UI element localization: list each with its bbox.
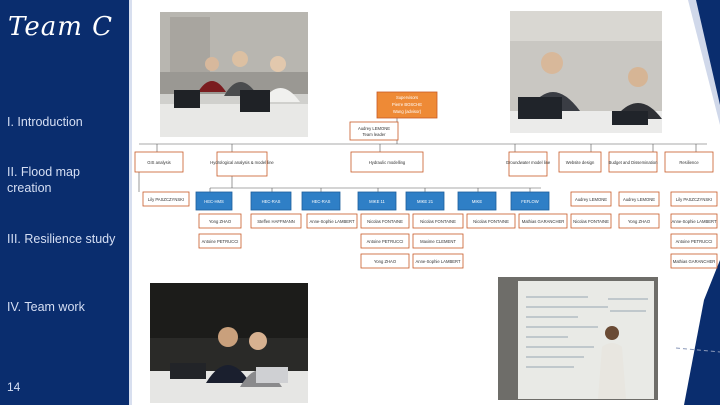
org-member: Maxime CLEMENT [412,233,464,249]
svg-text:Wang (advisor): Wang (advisor) [393,109,422,114]
org-member: Yong ZHAO [360,253,410,269]
org-sub-ras2: HEC-RAS [301,191,341,211]
svg-text:Maxime CLEMENT: Maxime CLEMENT [420,239,456,244]
org-member: Mathias GARANCHER [670,253,718,269]
nav-item-team-work[interactable]: IV. Team work [7,300,85,314]
org-sub-mike: MIKE [457,191,497,211]
svg-text:Nicolas FONTAINE: Nicolas FONTAINE [573,219,609,224]
svg-text:Antoine PETRUCCI: Antoine PETRUCCI [676,239,713,244]
org-sub-mike21: MIKE 21 [405,191,445,211]
svg-text:MIKE 11: MIKE 11 [369,199,385,204]
org-node-hydraulic: Hydraulic modelling [350,151,424,173]
svg-text:Yong ZHAO: Yong ZHAO [628,219,651,224]
org-node-budget: Budget and Dissemination [609,151,659,173]
org-member: Anne-Sophie LAMBERT [670,213,718,229]
org-member: Nicolas FONTAINE [360,213,410,229]
svg-text:Mathias GARANCHER: Mathias GARANCHER [522,219,565,224]
svg-text:Yong ZHAO: Yong ZHAO [209,219,232,224]
svg-text:Anne-Sophie LAMBERT: Anne-Sophie LAMBERT [309,219,355,224]
org-member: Antoine PETRUCCI [670,233,718,249]
svg-text:Audrey LEMONE: Audrey LEMONE [575,197,607,202]
svg-text:Audrey LEMONE: Audrey LEMONE [358,126,390,131]
org-member: Lily PASZCZYNSKI [670,191,718,207]
org-sub-feflow: FEFLOW [510,191,550,211]
team-photo-1 [160,12,308,137]
svg-text:Hydraulic modelling: Hydraulic modelling [369,160,406,165]
svg-text:Team leader: Team leader [362,132,386,137]
svg-text:Antoine PETRUCCI: Antoine PETRUCCI [202,239,239,244]
org-member: Mathias GARANCHER [518,213,568,229]
org-member: Steffen HAFFMANN [250,213,302,229]
org-member: Audrey LEMONE [618,191,660,207]
team-org-chart: Supervisors Pierre BOSCHE Wang (advisor)… [134,91,718,269]
svg-text:Mathias GARANCHER: Mathias GARANCHER [673,259,716,264]
org-member: Audrey LEMONE [570,191,612,207]
org-node-hydrology: Hydrological analysis & model line [210,151,274,177]
svg-text:Lily PASZCZYNSKI: Lily PASZCZYNSKI [676,197,712,202]
org-member: Yong ZHAO [618,213,660,229]
svg-text:Nicolas FONTAINE: Nicolas FONTAINE [473,219,509,224]
svg-text:Budget and Dissemination: Budget and Dissemination [609,160,659,165]
svg-text:Nicolas FONTAINE: Nicolas FONTAINE [367,219,403,224]
org-member: Yong ZHAO [198,213,242,229]
svg-text:Anne-Sophie LAMBERT: Anne-Sophie LAMBERT [671,219,717,224]
team-photo-4 [498,277,658,400]
org-member: Antoine PETRUCCI [198,233,242,249]
nav-item-resilience[interactable]: III. Resilience study [7,232,116,246]
page-number: 14 [7,380,21,394]
nav-item-introduction[interactable]: I. Introduction [7,115,83,129]
org-node-website: Website design [558,151,602,173]
org-node-supervisors: Supervisors Pierre BOSCHE Wang (advisor) [376,91,438,119]
org-node-gis: GIS analysis [134,151,184,173]
svg-text:Supervisors: Supervisors [396,95,418,100]
svg-text:HEC-HMS: HEC-HMS [204,199,224,204]
svg-text:Audrey LEMONE: Audrey LEMONE [623,197,655,202]
svg-text:Resilience: Resilience [679,160,699,165]
svg-text:GIS analysis: GIS analysis [147,160,171,165]
svg-text:HEC-RAS: HEC-RAS [312,199,331,204]
nav-item-flood-map[interactable]: II. Flood map creation [7,165,80,195]
org-member: Lily PASZCZYNSKI [142,191,190,207]
org-member: Anne-Sophie LAMBERT [412,253,464,269]
org-sub-ras1: HEC-RAS [250,191,292,211]
svg-text:MIKE: MIKE [472,199,482,204]
svg-text:HEC-RAS: HEC-RAS [262,199,281,204]
svg-text:Steffen HAFFMANN: Steffen HAFFMANN [257,219,295,224]
svg-text:Groundwater model line: Groundwater model line [506,160,551,165]
org-sub-mike11: MIKE 11 [357,191,397,211]
org-member: Nicolas FONTAINE [412,213,464,229]
org-node-groundwater: Groundwater model line [506,151,551,177]
org-member: Antoine PETRUCCI [360,233,410,249]
svg-text:Hydrological analysis & model: Hydrological analysis & model line [210,160,274,165]
svg-text:FEFLOW: FEFLOW [521,199,538,204]
team-photo-3 [150,283,308,403]
decorative-corner [664,0,720,405]
org-member: Nicolas FONTAINE [570,213,612,229]
team-photo-2 [510,11,662,133]
svg-text:Website design: Website design [566,160,595,165]
svg-text:Pierre BOSCHE: Pierre BOSCHE [392,102,422,107]
svg-text:Nicolas FONTAINE: Nicolas FONTAINE [420,219,456,224]
svg-text:Yong ZHAO: Yong ZHAO [374,259,397,264]
org-node-team-leader: Audrey LEMONE Team leader [349,121,399,141]
svg-text:Antoine PETRUCCI: Antoine PETRUCCI [367,239,404,244]
svg-text:MIKE 21: MIKE 21 [417,199,434,204]
slide-title: Team C [8,12,114,42]
svg-text:Lily PASZCZYNSKI: Lily PASZCZYNSKI [148,197,184,202]
org-member: Nicolas FONTAINE [466,213,516,229]
org-node-resilience: Resilience [664,151,714,173]
org-sub-hms: HEC-HMS [195,191,233,211]
sidebar: Team C I. Introduction II. Flood map cre… [0,0,132,405]
org-member: Anne-Sophie LAMBERT [306,213,358,229]
svg-text:Anne-Sophie LAMBERT: Anne-Sophie LAMBERT [415,259,461,264]
